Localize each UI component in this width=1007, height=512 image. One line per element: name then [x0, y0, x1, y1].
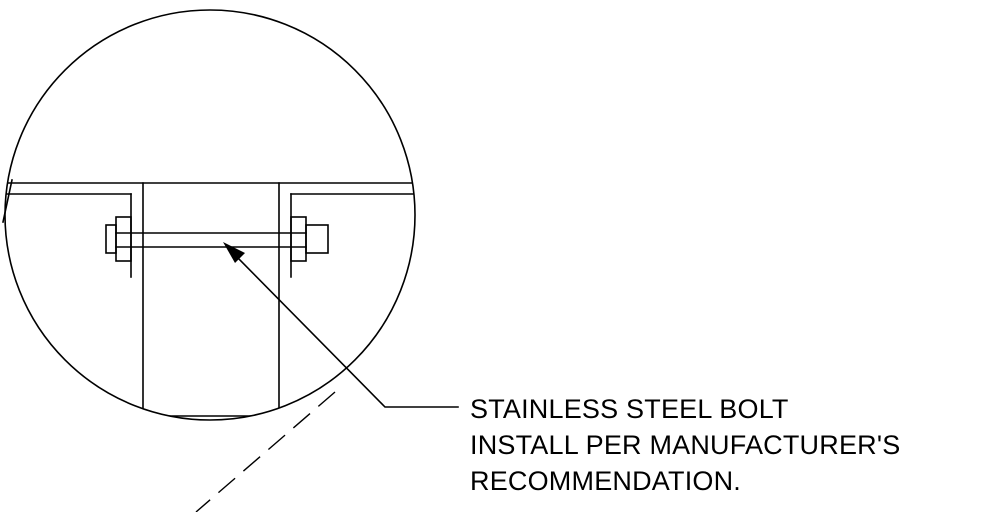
clipped-section — [5, 182, 415, 420]
dashed-extension-line — [195, 391, 336, 512]
detail-circle — [4, 9, 416, 421]
callout-line-1: STAINLESS STEEL BOLT — [470, 394, 789, 424]
left-leader-stub — [2, 179, 13, 223]
bolt-leader-line — [234, 254, 459, 408]
bolt-head-left — [105, 224, 117, 254]
nut-right — [305, 224, 329, 254]
bolt-leader-arrowhead — [223, 242, 245, 263]
washer-right — [290, 216, 307, 262]
washer-left — [115, 216, 132, 262]
callout-line-2: INSTALL PER MANUFACTURER'S — [470, 430, 900, 460]
callout-line-3: RECOMMENDATION. — [470, 466, 741, 496]
